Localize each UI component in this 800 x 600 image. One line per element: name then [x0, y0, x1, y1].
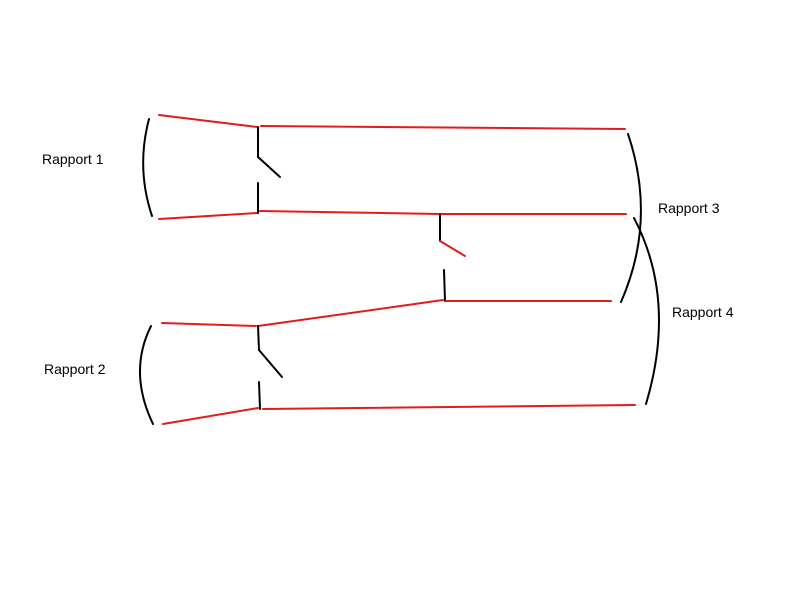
bottom-output-wire: [262, 404, 636, 410]
switch-a-blade: [257, 156, 281, 178]
switch-b-lower-contact: [258, 381, 261, 410]
switch-b-upper-contact: [257, 325, 260, 351]
switch-c-blade: [439, 240, 466, 257]
rapport-4-label: Rapport 4: [672, 304, 734, 320]
rapport-1-label: Rapport 1: [42, 151, 104, 167]
rapport-4-bracket: [633, 217, 660, 405]
rapport-2-bottom-input-wire: [162, 407, 259, 425]
rapport-1-top-input-wire: [158, 114, 258, 128]
rapport-2-label: Rapport 2: [44, 361, 106, 377]
rapport-3-bracket: [620, 133, 642, 303]
switch-c-lower-contact: [443, 269, 446, 302]
rapport-1-bracket: [142, 118, 153, 217]
switch-b-blade: [258, 349, 283, 378]
rapport-1-bottom-input-wire: [158, 212, 258, 220]
rapport-2-top-input-wire: [161, 322, 257, 327]
top-output-wire: [260, 125, 626, 130]
middle-wire-segment-1: [259, 210, 441, 215]
rapport-3-label: Rapport 3: [658, 200, 720, 216]
diagonal-wire: [257, 299, 444, 327]
rapport-2-bracket: [139, 325, 154, 425]
